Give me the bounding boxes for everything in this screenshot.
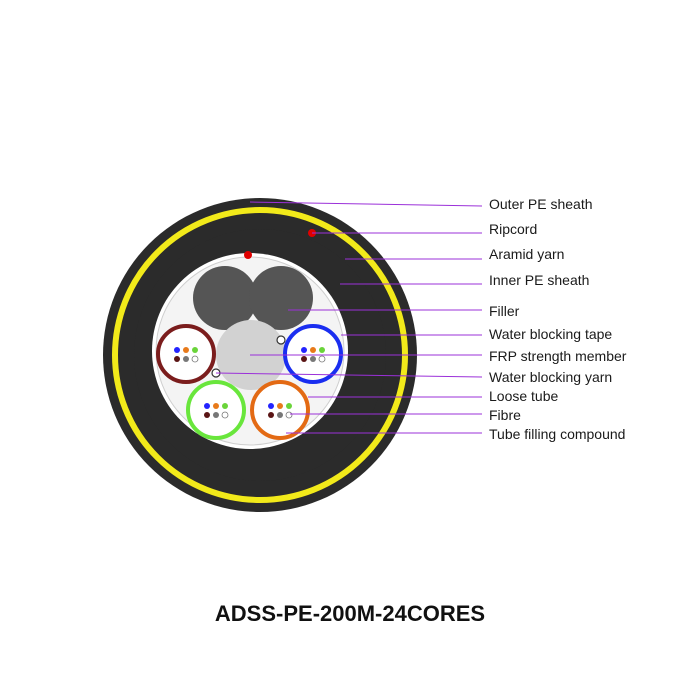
label-outer-pe-sheath: Outer PE sheath bbox=[489, 196, 593, 212]
fibre-dot-brown-2 bbox=[183, 347, 189, 353]
fibre-dot-green-5 bbox=[213, 412, 219, 418]
label-fibre: Fibre bbox=[489, 407, 521, 423]
diagram-title: ADSS-PE-200M-24CORES bbox=[215, 601, 485, 626]
fibre-dot-brown-4 bbox=[174, 356, 180, 362]
fibre-dot-green-2 bbox=[213, 403, 219, 409]
fibre-dot-green-4 bbox=[204, 412, 210, 418]
fibre-dot-blue-5 bbox=[310, 356, 316, 362]
label-aramid-yarn: Aramid yarn bbox=[489, 246, 564, 262]
ripcord-inner bbox=[244, 251, 252, 259]
loose-tube-orange bbox=[250, 380, 310, 440]
fibre-dot-brown-6 bbox=[191, 355, 199, 363]
leader-water-blocking-yarn bbox=[215, 372, 483, 378]
fibre-dot-orange-2 bbox=[277, 403, 283, 409]
loose-tube-blue bbox=[283, 324, 343, 384]
fibre-dot-blue-4 bbox=[301, 356, 307, 362]
fibre-groups bbox=[174, 347, 326, 419]
label-loose-tube: Loose tube bbox=[489, 388, 558, 404]
fibre-dot-blue-6 bbox=[318, 355, 326, 363]
fibre-dot-orange-6 bbox=[285, 411, 293, 419]
fibre-dot-green-6 bbox=[221, 411, 229, 419]
fibre-dot-blue-3 bbox=[319, 347, 325, 353]
filler-right bbox=[249, 266, 313, 330]
label-tube-filling-compound: Tube filling compound bbox=[489, 426, 625, 442]
label-ripcord: Ripcord bbox=[489, 221, 537, 237]
label-inner-pe-sheath: Inner PE sheath bbox=[489, 272, 589, 288]
label-water-blocking-yarn: Water blocking yarn bbox=[489, 369, 612, 385]
leader-outer-pe-sheath bbox=[249, 201, 483, 207]
label-water-blocking-tape: Water blocking tape bbox=[489, 326, 612, 342]
fibre-dot-brown-5 bbox=[183, 356, 189, 362]
fibre-dot-brown-1 bbox=[174, 347, 180, 353]
fibre-dot-orange-1 bbox=[268, 403, 274, 409]
fibre-dot-brown-3 bbox=[192, 347, 198, 353]
label-filler: Filler bbox=[489, 303, 520, 319]
fibre-dot-blue-1 bbox=[301, 347, 307, 353]
fibre-dot-orange-4 bbox=[268, 412, 274, 418]
leader-lines bbox=[215, 201, 483, 434]
fibre-dot-green-1 bbox=[204, 403, 210, 409]
label-frp-strength-member: FRP strength member bbox=[489, 348, 627, 364]
water-blocking-yarn-1 bbox=[276, 335, 286, 345]
loose-tube-brown bbox=[156, 324, 216, 384]
filler-left bbox=[193, 266, 257, 330]
fibre-dot-green-3 bbox=[222, 403, 228, 409]
fibre-dot-orange-5 bbox=[277, 412, 283, 418]
fibre-dot-blue-2 bbox=[310, 347, 316, 353]
loose-tube-green bbox=[186, 380, 246, 440]
fibre-dot-orange-3 bbox=[286, 403, 292, 409]
